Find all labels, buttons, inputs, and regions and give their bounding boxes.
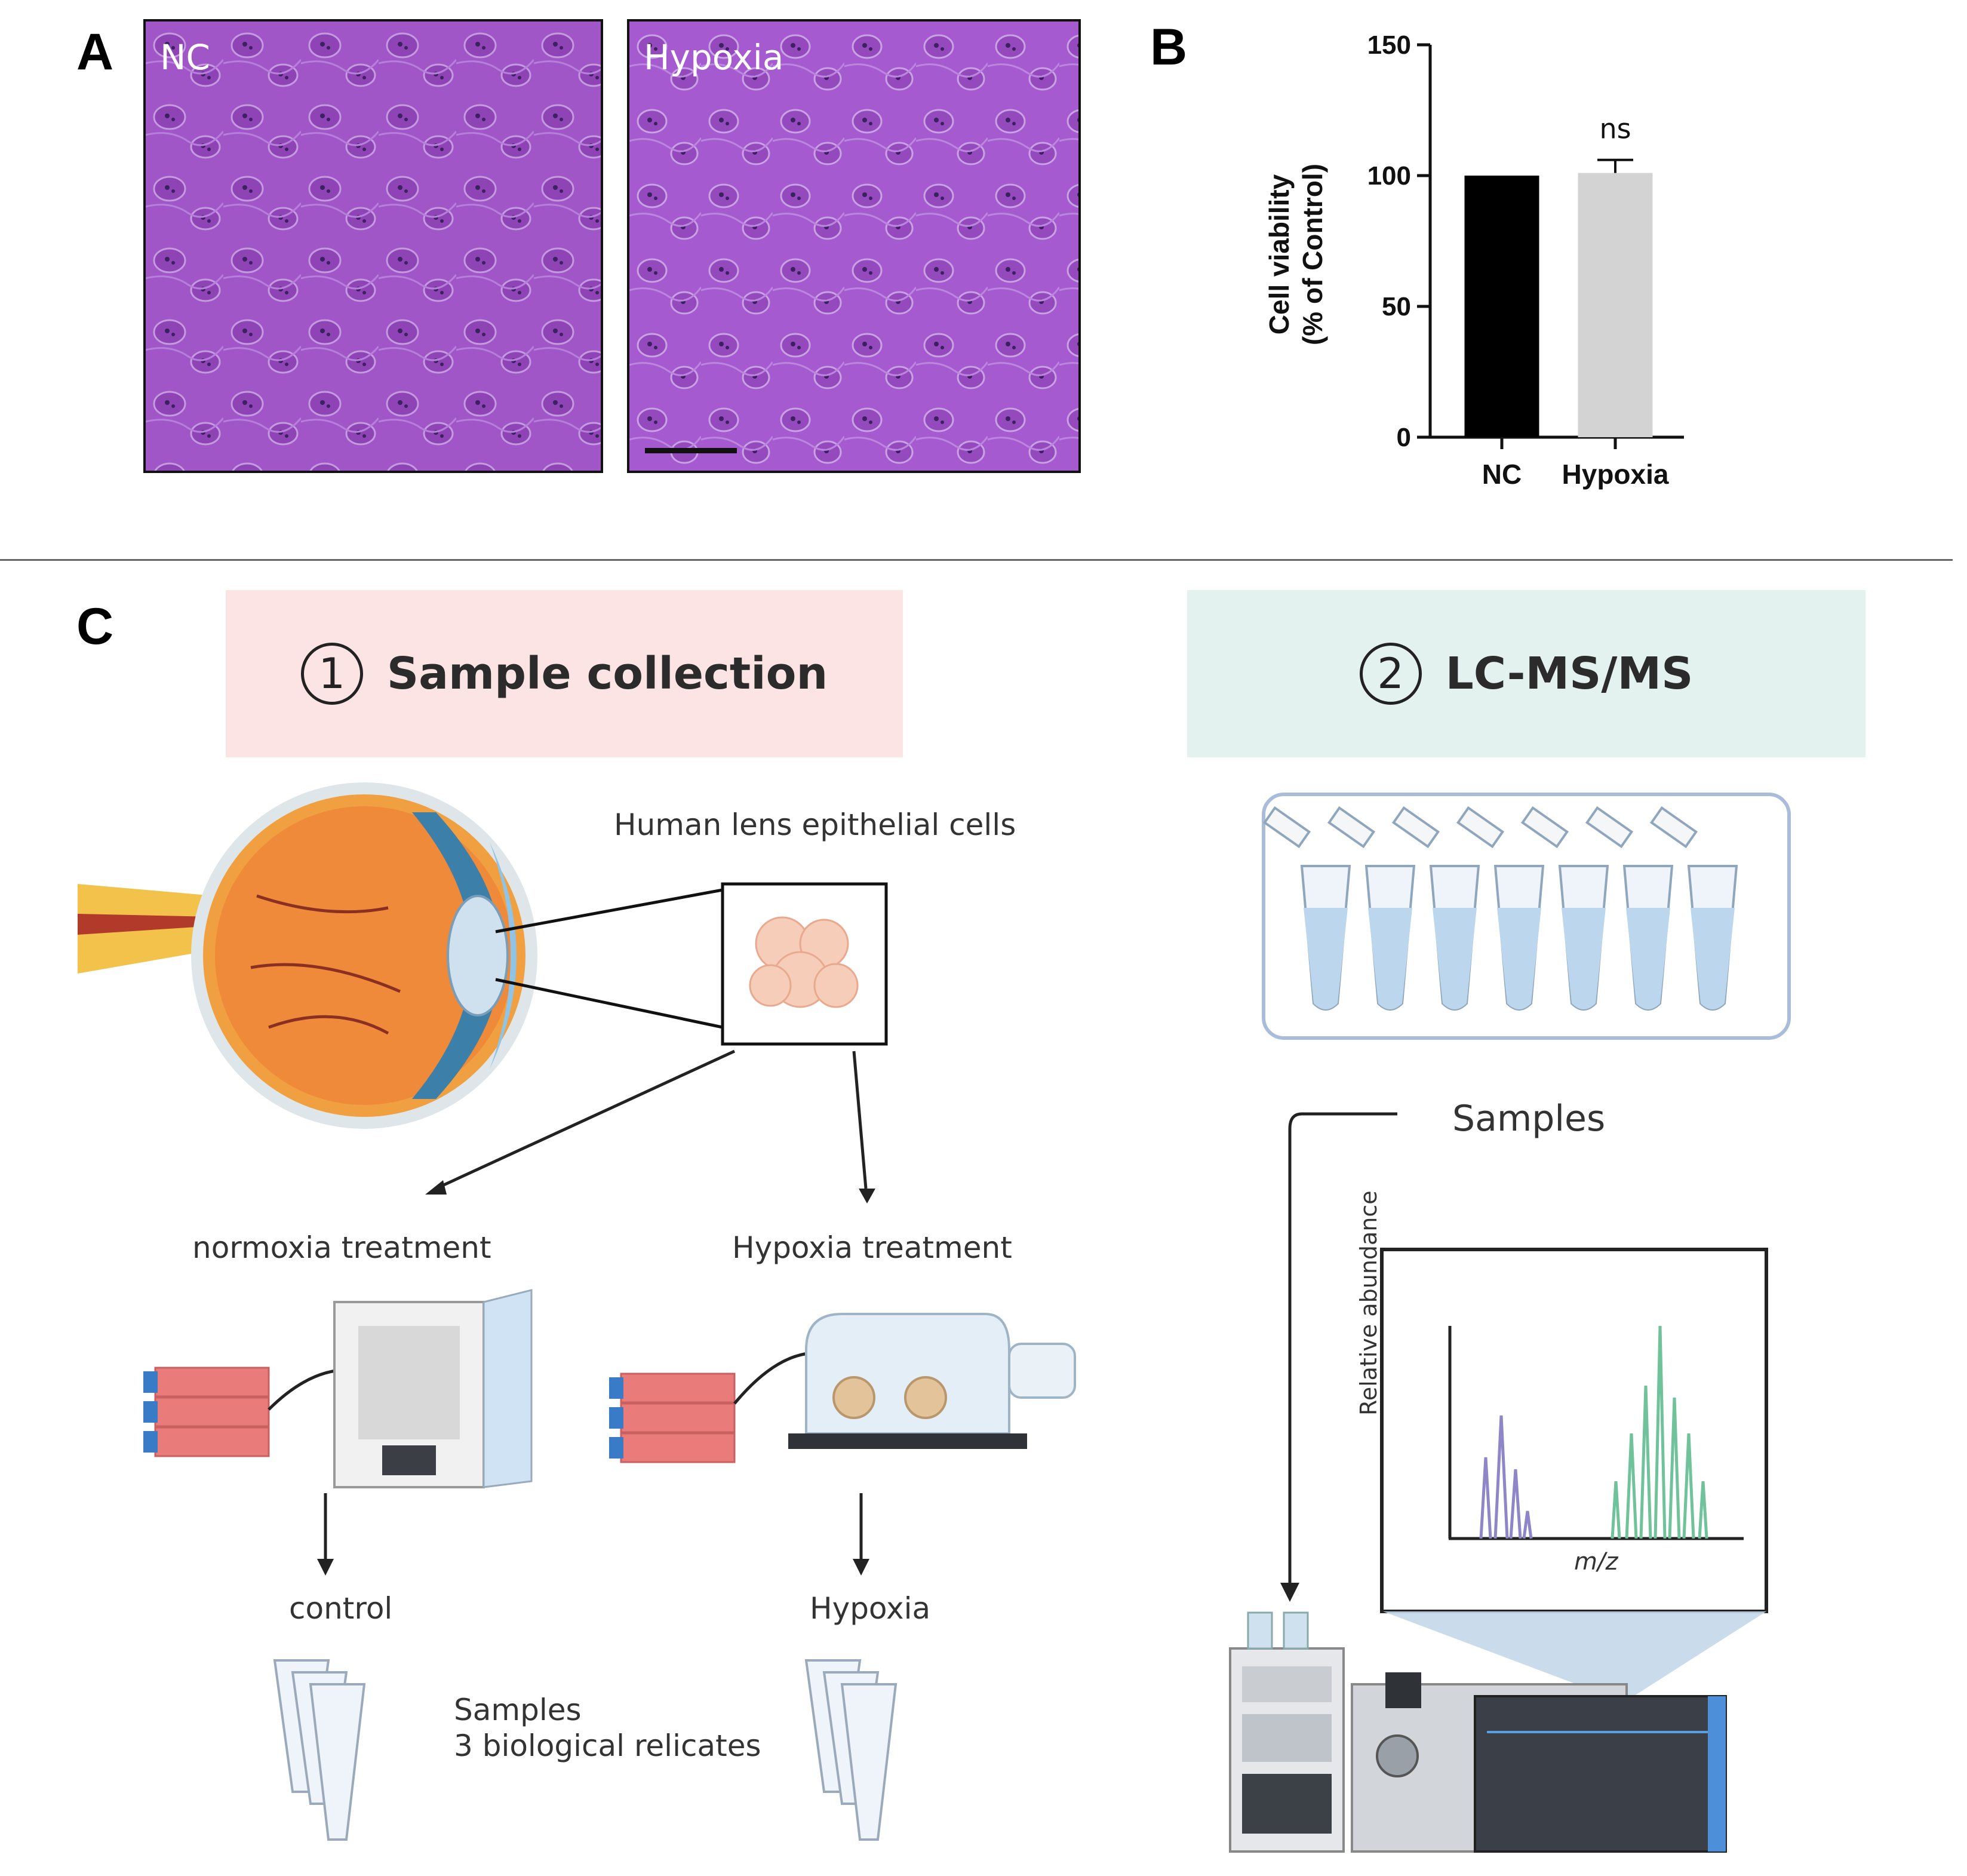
sample-tube-liquid [1368, 908, 1412, 1009]
step1-title: Sample collection [386, 648, 828, 699]
sample-tube-cap [1391, 806, 1440, 849]
mass-spectrum-box [1380, 1248, 1768, 1613]
chart-y-tick-label: 0 [1397, 423, 1411, 452]
samples-label: Samples [454, 1693, 582, 1727]
sample-tube-cap [1456, 806, 1505, 849]
micrograph-hypoxia-image [629, 22, 1078, 471]
chart-annotation-ns: ns [1599, 113, 1631, 145]
spectrum-peaks-green [1611, 1325, 1708, 1539]
chart-y-tick-label: 150 [1367, 30, 1411, 60]
sample-tube-liquid [1691, 908, 1735, 1009]
lens-cells-label: Human lens epithelial cells [614, 807, 1016, 842]
sample-tube-cap [1262, 806, 1311, 849]
micrograph-nc-image [146, 22, 601, 471]
normoxia-treatment-label: normoxia treatment [192, 1230, 491, 1265]
sample-tube-cap [1585, 806, 1634, 849]
hypoxia-sample-tubes-icon [804, 1659, 898, 1841]
micrograph-nc-label: NC [160, 37, 210, 78]
hypoxia-flasks-icon [609, 1373, 736, 1463]
micrograph-hypoxia-label: Hypoxia [644, 37, 784, 78]
control-sample-tubes-icon [273, 1659, 366, 1841]
incubator-icon [333, 1289, 533, 1488]
hypoxia-treatment-label: Hypoxia treatment [732, 1230, 1012, 1265]
section-divider [0, 559, 1953, 561]
spectrum-peaks-purple [1479, 1415, 1533, 1539]
sample-tube-liquid [1304, 908, 1348, 1009]
step2-title: LC-MS/MS [1445, 648, 1694, 699]
sample-tube-liquid [1562, 908, 1606, 1009]
lcms-diagram [1229, 793, 1791, 1853]
step2-number: 2 [1359, 643, 1422, 705]
normoxia-flasks-icon [143, 1367, 270, 1457]
eye-illustration [78, 782, 537, 1129]
chart-y-tick-label: 100 [1367, 161, 1411, 191]
micrograph-nc: NC [143, 19, 603, 473]
sample-tube-cap [1649, 806, 1698, 849]
lc-system-icon [1229, 1611, 1345, 1853]
micrograph-hypoxia: Hypoxia [627, 19, 1081, 473]
sample-tube-liquid [1433, 908, 1477, 1009]
panel-c-letter: C [76, 598, 114, 655]
chart-y-tick-label: 50 [1382, 292, 1411, 321]
samples-ms-label: Samples [1452, 1098, 1606, 1140]
chart-bar-hypoxia [1578, 173, 1653, 437]
chart-x-tick-label: Hypoxia [1562, 459, 1669, 490]
sample-tube-liquid [1497, 908, 1541, 1009]
chart-x-tick-label: NC [1482, 459, 1522, 490]
lens-cells-icon [749, 916, 859, 1008]
step1-header: 1 Sample collection [226, 590, 903, 757]
replicates-label: 3 biological relicates [454, 1728, 761, 1763]
step1-number: 1 [300, 643, 363, 705]
mass-spectrometer-icon [1351, 1672, 1727, 1853]
spectrum-y-label: Relative abundance [1356, 1190, 1382, 1416]
sample-tube-liquid [1626, 908, 1670, 1009]
sample-tube-cap [1520, 806, 1569, 849]
spectrum-x-label: m/z [1574, 1548, 1618, 1576]
control-label: control [289, 1591, 393, 1626]
sample-tubes-row-icon [1262, 806, 1738, 1011]
sample-collection-diagram [78, 782, 1076, 1841]
hypoxia-result-label: Hypoxia [810, 1591, 931, 1626]
hypoxia-chamber-icon [788, 1313, 1076, 1449]
panel-b-letter: B [1150, 19, 1188, 76]
sample-tube-cap [1327, 806, 1376, 849]
step2-header: 2 LC-MS/MS [1187, 590, 1865, 757]
chart-bar-nc [1464, 176, 1539, 437]
panel-a-letter: A [76, 23, 114, 81]
